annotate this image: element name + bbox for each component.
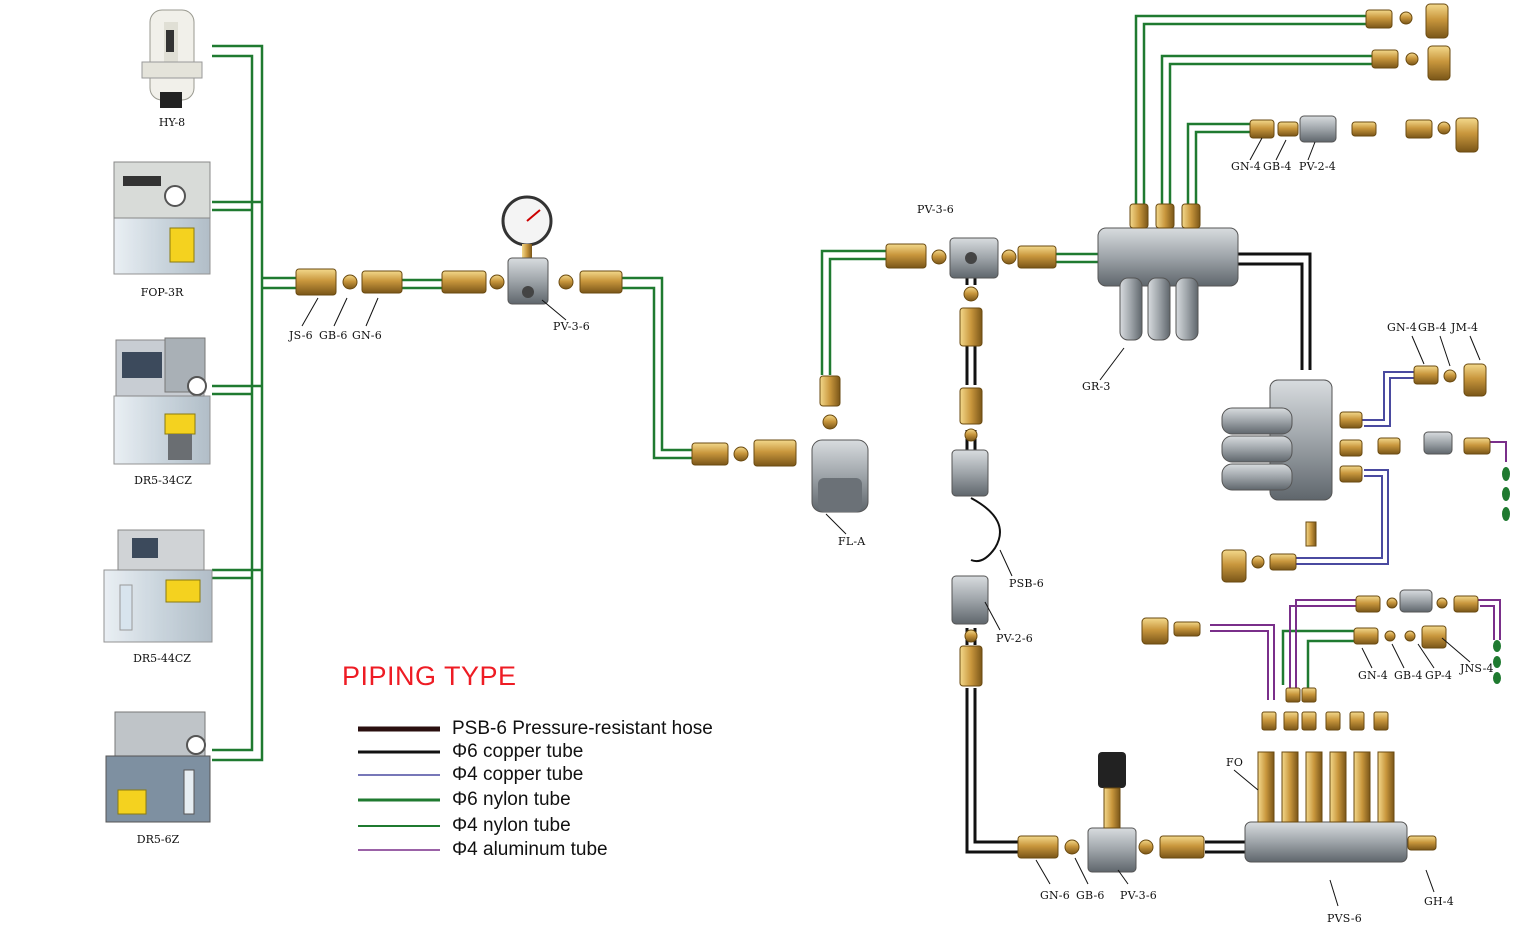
label-gn4a: GN-4	[1231, 160, 1261, 173]
pump-label-fop3r: FOP-3R	[140, 286, 184, 299]
fittings-main-line	[295, 195, 1057, 513]
pipes	[212, 14, 1507, 854]
distributor-gr3	[1097, 203, 1239, 341]
label-psb6: PSB-6	[1009, 577, 1044, 590]
legend-item-copper6: Φ6 copper tube	[452, 741, 584, 762]
pump-dr56z	[105, 711, 211, 823]
legend-item-nylon6: Φ6 nylon tube	[452, 789, 571, 810]
label-js6: JS-6	[289, 329, 313, 342]
label-gb6a: GB-6	[319, 329, 348, 342]
pump-label-dr56z: DR5-6Z	[136, 833, 180, 846]
label-gn6b: GN-6	[1040, 889, 1070, 902]
pump-dr544cz	[103, 529, 213, 643]
label-gp4: GP-4	[1425, 669, 1453, 682]
label-gr3: GR-3	[1082, 380, 1111, 393]
legend-item-copper4: Φ4 copper tube	[452, 764, 584, 785]
label-pv36a: PV-3-6	[553, 320, 590, 333]
manifold-pvs6	[1141, 589, 1501, 863]
label-gb4c: GB-4	[1394, 669, 1423, 682]
legend-item-aluminum4: Φ4 aluminum tube	[452, 839, 608, 860]
legend-title: PIPING TYPE	[342, 661, 517, 691]
label-pv24: PV-2-4	[1299, 160, 1336, 173]
pump-label-dr534cz: DR5-34CZ	[134, 474, 192, 487]
label-pv36b: PV-3-6	[917, 203, 954, 216]
label-pv36c: PV-3-6	[1120, 889, 1157, 902]
label-pv26: PV-2-6	[996, 632, 1033, 645]
label-gn4b: GN-4	[1387, 321, 1417, 334]
label-gh4: GH-4	[1424, 895, 1454, 908]
label-gn4c: GN-4	[1358, 669, 1388, 682]
pump-fop3r	[113, 161, 211, 275]
label-gb4b: GB-4	[1418, 321, 1447, 334]
legend-item-nylon4: Φ4 nylon tube	[452, 815, 571, 836]
label-gn6a: GN-6	[352, 329, 382, 342]
pump-label-dr544cz: DR5-44CZ	[133, 652, 191, 665]
fittings-top-right	[1249, 3, 1479, 153]
pump-hy8	[141, 9, 203, 108]
fittings-bottom-line	[1017, 752, 1205, 873]
label-fla: FL-A	[838, 535, 866, 548]
legend-swatches	[358, 726, 440, 851]
label-gb4a: GB-4	[1263, 160, 1292, 173]
pump-label-hy8: HY-8	[158, 116, 186, 129]
leader-lines	[301, 137, 1481, 907]
pump-dr534cz	[113, 337, 211, 465]
fittings-vertical-chain	[951, 286, 989, 687]
distributor-right	[1221, 363, 1510, 583]
label-fo: FO	[1226, 756, 1244, 769]
label-jns4: JNS-4	[1460, 662, 1494, 675]
label-pvs6: PVS-6	[1327, 912, 1362, 925]
legend-item-hose: PSB-6 Pressure-resistant hose	[452, 718, 713, 739]
label-gb6b: GB-6	[1076, 889, 1105, 902]
label-jm4: JM-4	[1451, 321, 1479, 334]
